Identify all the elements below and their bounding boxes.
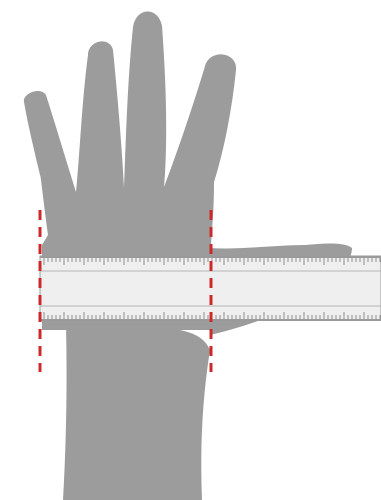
forearm [63,325,210,500]
finger-pinky [24,91,76,200]
finger-index [164,54,236,192]
finger-middle [124,11,166,193]
finger-ring [76,41,124,196]
